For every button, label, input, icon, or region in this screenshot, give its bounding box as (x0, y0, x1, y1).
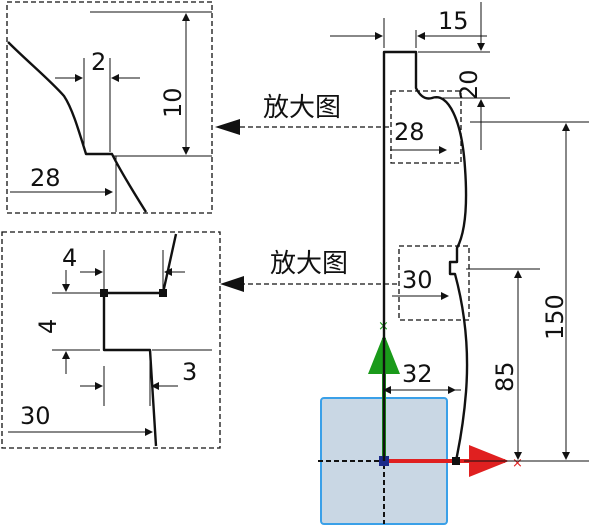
dim-detail2-width[interactable]: 30 (392, 266, 449, 300)
detail-upper-dim-28: 28 (30, 164, 61, 192)
dim-bottom-width-label: 32 (402, 360, 433, 388)
detail-view-lower[interactable]: 4 4 3 30 (1, 231, 221, 449)
dim-top-height-label: 20 (455, 69, 483, 100)
main-profile[interactable] (382, 50, 469, 462)
dim-height-85-label: 85 (491, 361, 519, 392)
callout-upper-label: 放大图 (263, 93, 341, 123)
dim-detail1-width[interactable]: 28 (390, 118, 447, 154)
dim-height-150[interactable]: 150 (464, 121, 589, 462)
detail-view-upper[interactable]: 2 10 28 (6, 1, 213, 214)
detail-region-upper[interactable] (390, 90, 462, 164)
detail-lower-dim-4-vertical: 4 (34, 319, 62, 334)
callout-lower: 放大图 (220, 249, 397, 292)
dim-detail1-width-label: 28 (394, 118, 425, 146)
dim-top-height[interactable]: 20 (418, 2, 510, 150)
dim-bottom-width[interactable]: 32 (383, 360, 461, 394)
detail-lower-dim-4-horizontal: 4 (62, 244, 77, 272)
detail-lower-dim-3: 3 (182, 358, 197, 386)
dim-top-width-label: 15 (438, 7, 469, 35)
svg-text:×: × (512, 456, 523, 471)
dim-height-150-label: 150 (541, 294, 569, 340)
dim-height-85[interactable]: 85 (466, 268, 540, 460)
detail-lower-dim-30: 30 (20, 402, 51, 430)
callout-upper: 放大图 (215, 93, 389, 135)
dim-detail2-width-label: 30 (402, 266, 433, 294)
detail-upper-dim-10: 10 (159, 87, 187, 118)
profile-end-point[interactable] (452, 457, 460, 465)
detail-upper-dim-2: 2 (91, 48, 106, 76)
callout-lower-label: 放大图 (270, 249, 348, 279)
dim-top-width[interactable]: 15 (330, 7, 487, 48)
detail-region-lower[interactable] (398, 245, 470, 321)
